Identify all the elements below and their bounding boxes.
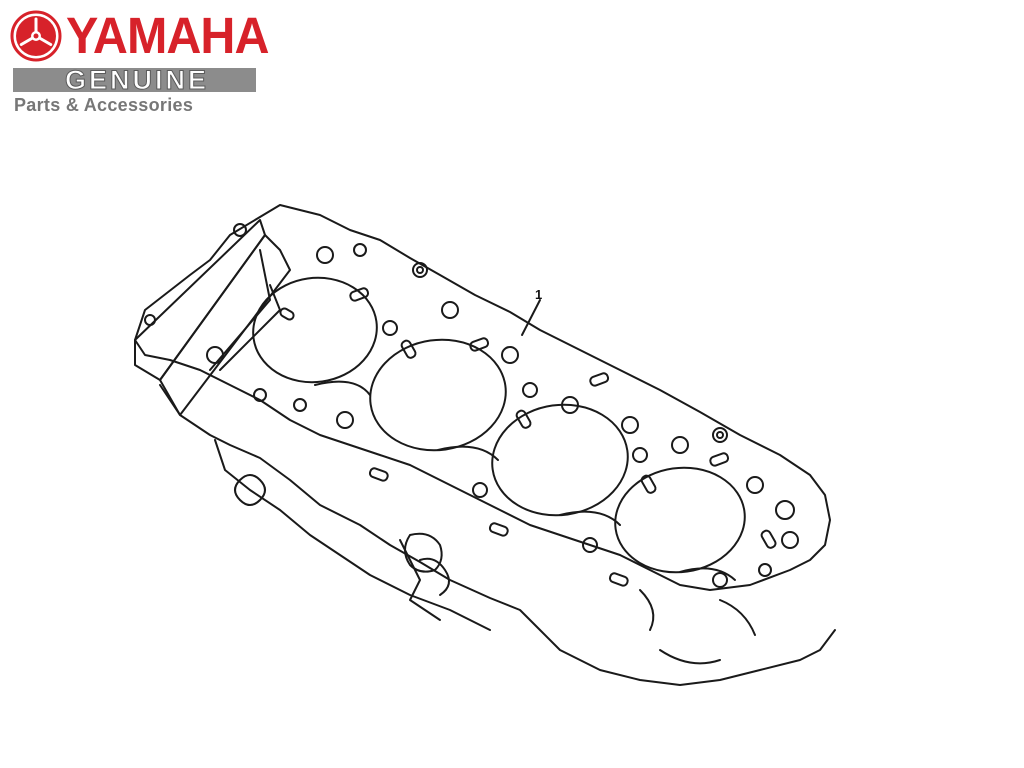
- cylinder-block-drawing-icon: [134, 204, 836, 686]
- brand-subtitle: Parts & Accessories: [14, 95, 194, 115]
- brand-name: YAMAHA: [66, 7, 269, 64]
- yamaha-genuine-logo: YAMAHA GENUINE Parts & Accessories: [10, 8, 269, 118]
- genuine-bar: GENUINE: [13, 65, 256, 96]
- logo-brand-row: YAMAHA: [10, 8, 269, 64]
- callout-label-1: 1: [535, 287, 543, 302]
- genuine-label: GENUINE: [64, 65, 210, 96]
- tuning-fork-emblem-icon: [10, 10, 62, 62]
